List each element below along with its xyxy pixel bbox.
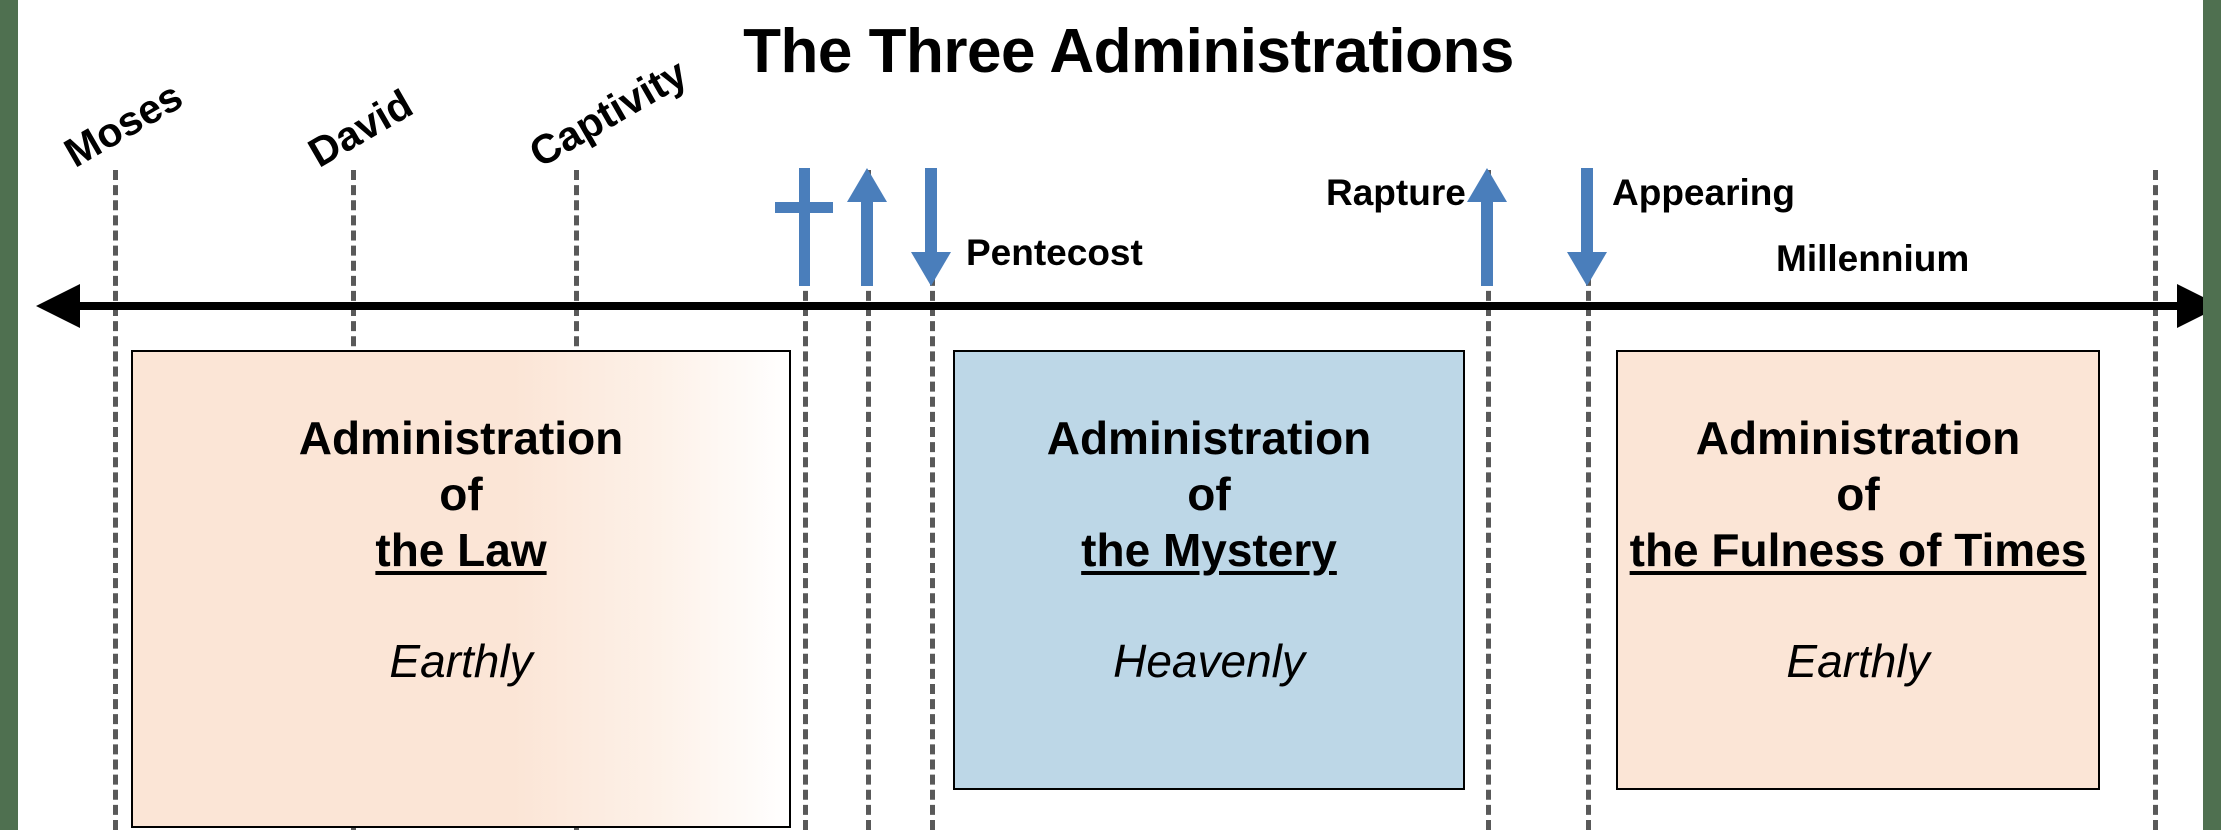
- admin-sphere-label: Heavenly: [1113, 635, 1305, 688]
- era-label-moses: Moses: [56, 72, 191, 177]
- admin-sphere-label: Earthly: [389, 635, 533, 688]
- era-divider: [803, 170, 808, 830]
- event-label-millennium: Millennium: [1776, 238, 1970, 279]
- admin-line-2: of: [1836, 468, 1880, 521]
- admin-line-2: of: [439, 468, 483, 521]
- era-divider: [930, 170, 935, 830]
- pentecost-arrow-down-icon: [911, 168, 951, 286]
- cross-icon: [775, 168, 833, 286]
- ascension-arrow-up-icon: [847, 168, 887, 286]
- appearing-arrow-down-icon: [1567, 168, 1607, 286]
- era-divider: [113, 170, 118, 830]
- page-title: The Three Administrations: [743, 17, 1514, 86]
- rapture-arrow-up-icon: [1467, 168, 1507, 286]
- admin-line-3: the Law: [375, 524, 547, 577]
- era-divider: [1486, 170, 1491, 830]
- administration-box-law: Administration of the Law Earthly: [131, 350, 791, 828]
- era-divider: [2153, 170, 2158, 830]
- admin-line-1: Administration: [1695, 412, 2021, 464]
- admin-line-2: of: [1187, 468, 1231, 521]
- admin-sphere-label: Earthly: [1786, 635, 1930, 688]
- timeline-axis: [36, 284, 2203, 328]
- admin-line-1: Administration: [1046, 412, 1372, 464]
- admin-line-3: the Fulness of Times: [1629, 524, 2087, 577]
- era-divider: [1586, 170, 1591, 830]
- event-label-rapture: Rapture: [1326, 172, 1466, 213]
- administration-box-mystery: Administration of the Mystery Heavenly: [953, 350, 1465, 790]
- event-label-pentecost: Pentecost: [966, 232, 1143, 273]
- era-divider: [866, 170, 871, 830]
- admin-line-1: Administration: [298, 412, 624, 464]
- admin-line-3: the Mystery: [1081, 524, 1337, 577]
- administration-box-fulness-of-times: Administration of the Fulness of Times E…: [1616, 350, 2100, 790]
- era-label-david: David: [300, 80, 421, 177]
- event-label-appearing: Appearing: [1612, 172, 1795, 213]
